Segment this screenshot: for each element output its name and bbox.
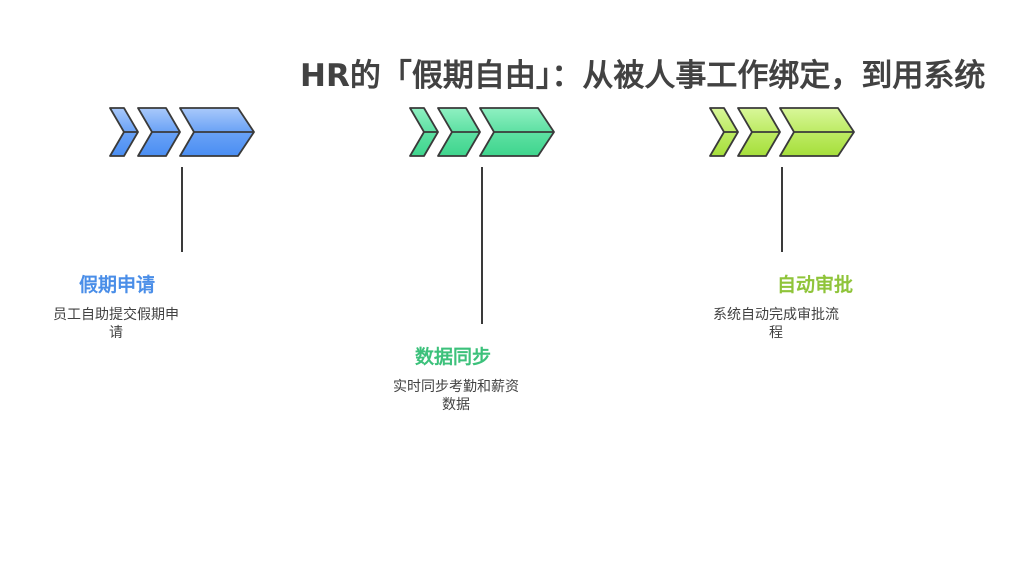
stage-desc: 实时同步考勤和薪资数据 xyxy=(393,379,519,413)
stage-title: 数据同步 xyxy=(414,346,491,368)
stage-desc: 系统自动完成审批流程 xyxy=(713,307,839,341)
connector-line xyxy=(181,167,183,252)
chevron-arrow-icon xyxy=(409,107,555,157)
connector-line xyxy=(781,167,783,252)
chevron-arrow-icon xyxy=(109,107,255,157)
page-title: HR的「假期自由」：从被人事工作绑定，到用系统 xyxy=(300,58,986,94)
chevron-arrow-icon xyxy=(709,107,855,157)
connector-line xyxy=(481,167,483,324)
stage-desc: 员工自助提交假期申请 xyxy=(53,307,179,341)
stage-title: 自动审批 xyxy=(776,274,853,296)
stage-title: 假期申请 xyxy=(78,274,155,296)
